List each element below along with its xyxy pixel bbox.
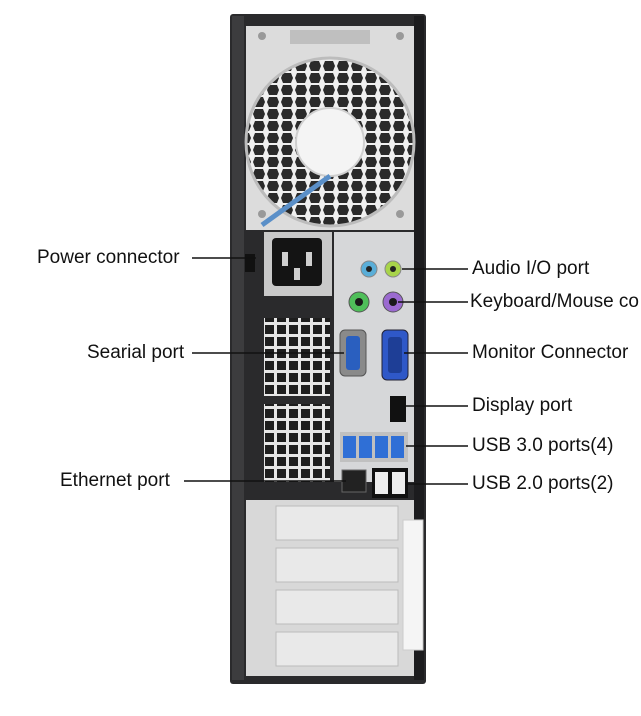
screw (258, 32, 266, 40)
power-connector (272, 238, 322, 286)
chassis-edge-right (414, 16, 424, 680)
psu-fan-hub (295, 107, 365, 177)
display-port (390, 396, 406, 422)
label-monitor-connector: Monitor Connector (472, 342, 629, 363)
expansion-slot (275, 505, 399, 541)
expansion-slot (275, 589, 399, 625)
label-display-port: Display port (472, 395, 573, 416)
lock-slot (245, 254, 255, 272)
vent-lower (264, 404, 330, 482)
expansion-slot (275, 547, 399, 583)
label-usb2-ports: USB 2.0 ports(2) (472, 473, 614, 494)
chassis-edge (232, 16, 244, 680)
screw (396, 32, 404, 40)
power-pin (294, 268, 300, 280)
power-pin (306, 252, 312, 266)
psu-top-bracket (290, 30, 370, 44)
screw (396, 210, 404, 218)
label-serial-port: Searial port (87, 342, 185, 363)
psu-cable (260, 173, 332, 228)
expansion-slot (275, 631, 399, 667)
label-ethernet-port: Ethernet port (60, 470, 170, 491)
power-pin (282, 252, 288, 266)
label-usb3-ports: USB 3.0 ports(4) (472, 435, 614, 456)
leader-lines (184, 257, 468, 485)
label-power-connector: Power connector (37, 247, 180, 268)
serial-sticker (402, 519, 424, 651)
vent-upper (264, 318, 330, 396)
label-keyboard-mouse: Keyboard/Mouse co (470, 291, 639, 312)
screw (258, 210, 266, 218)
label-audio-io-port: Audio I/O port (472, 258, 590, 279)
